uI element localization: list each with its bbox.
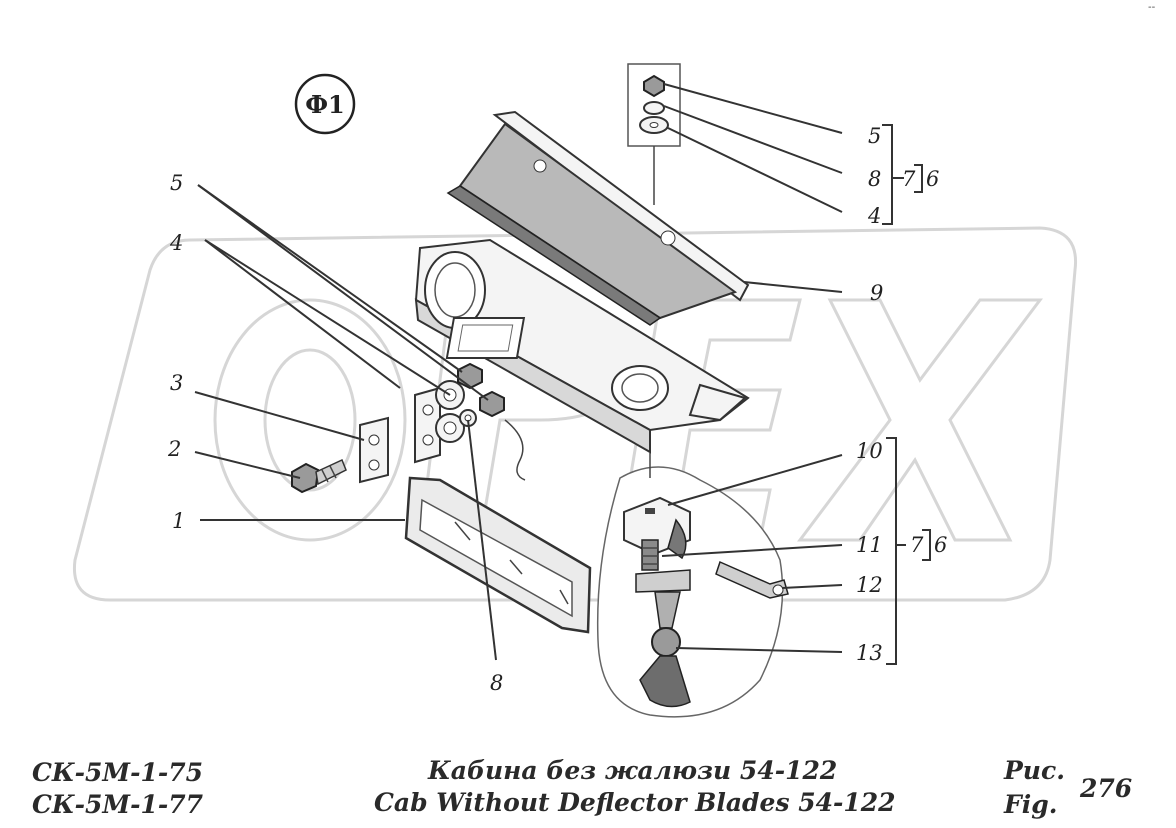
- callout-2: 2: [167, 437, 181, 461]
- corner-mark: --: [1148, 2, 1156, 13]
- bracket-plates: [359, 380, 465, 484]
- callout-9: 9: [870, 281, 883, 305]
- figure-badge-label: Ф1: [305, 90, 344, 119]
- watermark: [72, 226, 1078, 602]
- cab-housing: [414, 238, 750, 454]
- callout-7-top: 7: [902, 167, 916, 191]
- title-russian: Кабина без жалюзи 54-122: [428, 756, 838, 785]
- callout-4-left: 4: [169, 231, 183, 255]
- callout-8-bottom: 8: [490, 671, 503, 695]
- model-code-1: СК-5М-1-75: [32, 758, 204, 787]
- model-code-2: СК-5М-1-77: [32, 790, 204, 819]
- callout-4-right: 4: [867, 204, 881, 228]
- bolt: [291, 458, 347, 494]
- deflector-lid: [446, 110, 750, 326]
- callouts: 1 2 3 4 5 8 5 8 4 7 6 9 10 11 12 13 7 6: [167, 124, 947, 695]
- brackets-right: [882, 124, 931, 665]
- callout-5-right: 5: [868, 124, 881, 148]
- callout-12: 12: [856, 573, 883, 597]
- callout-10: 10: [856, 439, 883, 463]
- callout-8-right: 8: [868, 167, 881, 191]
- callout-5-left: 5: [170, 171, 183, 195]
- hardware-inset-top: [627, 63, 681, 205]
- figure-number: 276: [1080, 774, 1133, 803]
- leader-lines: [194, 83, 843, 661]
- frame-seal: [404, 476, 592, 634]
- callout-11: 11: [856, 533, 883, 557]
- wire: [504, 419, 526, 481]
- callout-6-top: 6: [926, 167, 939, 191]
- callout-3: 3: [170, 371, 183, 395]
- title-english: Cab Without Deflector Blades 54-122: [374, 788, 896, 817]
- figure-label-ru: Рис.: [1004, 756, 1065, 785]
- callout-13: 13: [856, 641, 883, 665]
- callout-1: 1: [172, 509, 185, 533]
- figure-label-en: Fig.: [1004, 790, 1058, 819]
- fasteners-left: [457, 362, 505, 427]
- figure-badge: Ф1: [294, 73, 356, 135]
- handle-inset: [596, 453, 789, 718]
- callout-6-bottom: 6: [934, 533, 947, 557]
- callout-7-bottom: 7: [910, 533, 924, 557]
